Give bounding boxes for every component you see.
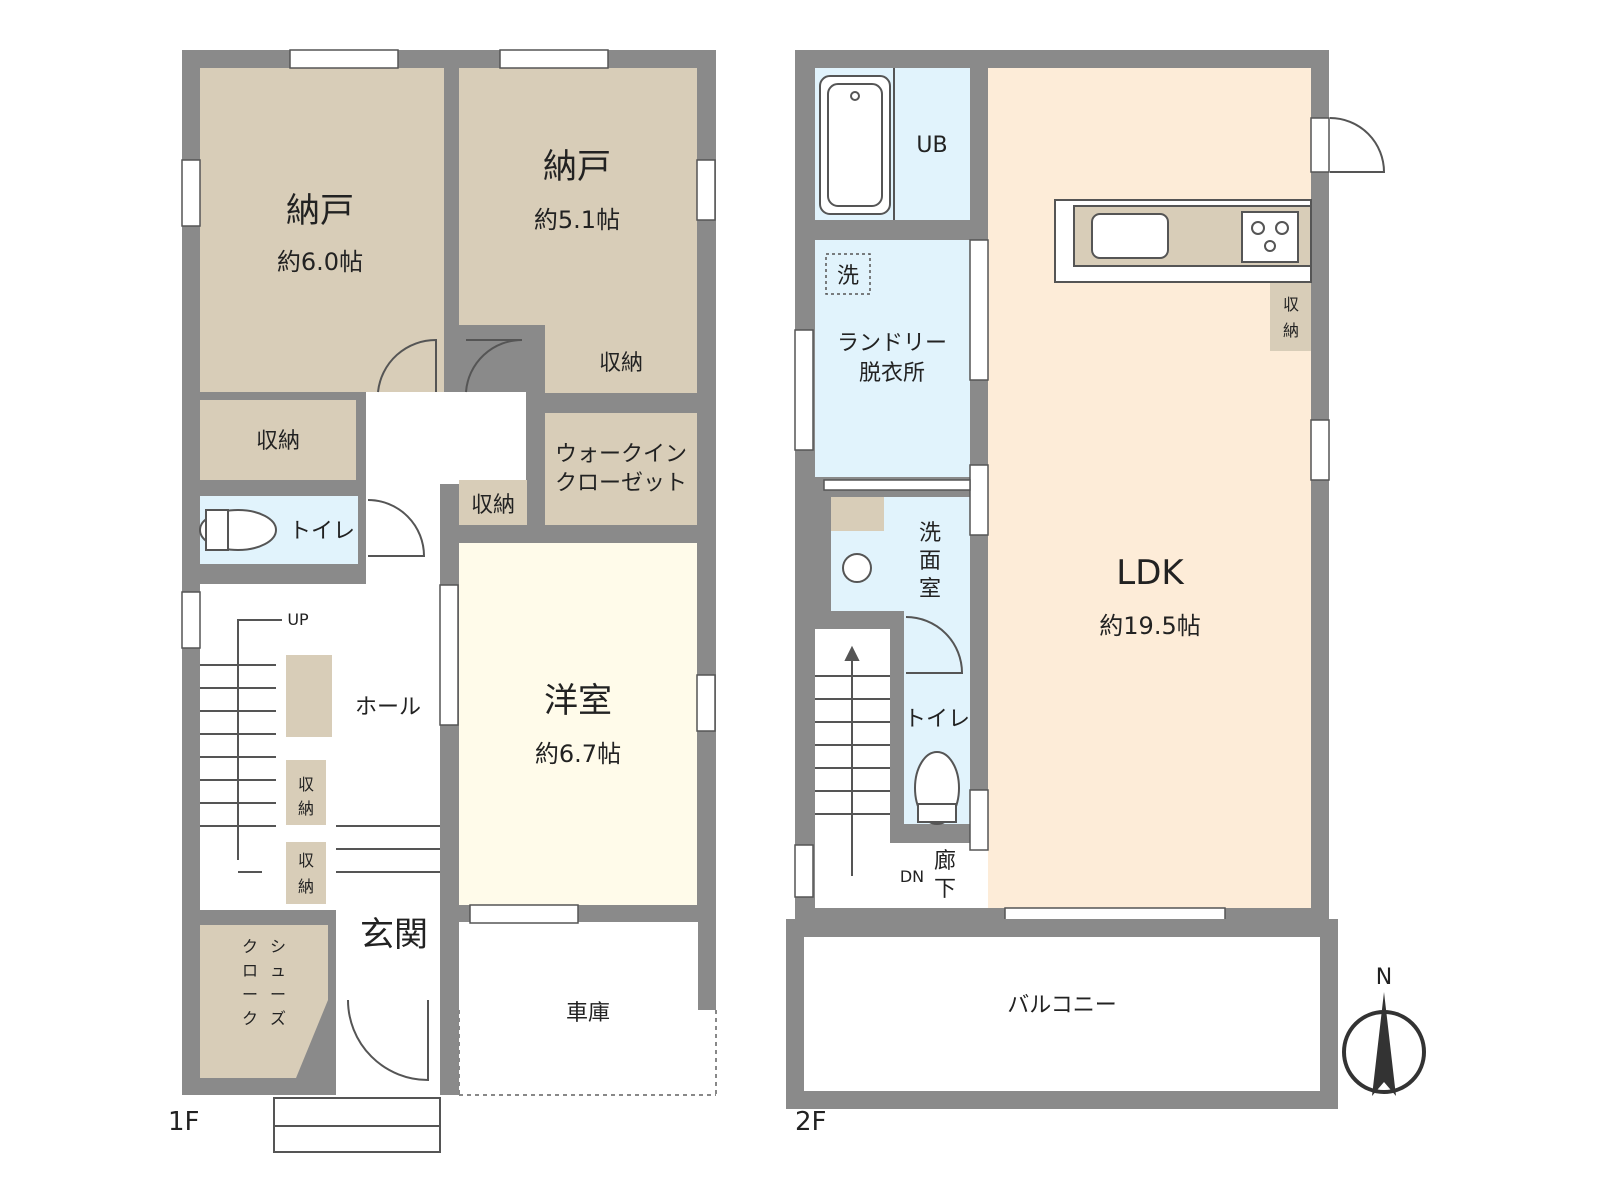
corridor[interactable]	[890, 843, 988, 908]
storage-b[interactable]	[545, 325, 697, 393]
storage-a[interactable]	[200, 400, 356, 480]
ldk-name: LDK	[1116, 553, 1185, 593]
nando-a-name: 納戸	[286, 191, 354, 231]
room-nando-b[interactable]	[459, 68, 697, 325]
balcony-label: バルコニー	[1007, 993, 1117, 1018]
nando-a-size: 約6.0帖	[277, 248, 363, 276]
hall-label: ホール	[355, 695, 421, 720]
walkin-label-1: ウォークイン	[555, 442, 687, 467]
dn-label: DN	[900, 867, 924, 886]
storage-2f-2: 納	[1283, 321, 1299, 340]
hall-upper	[366, 392, 526, 484]
ldk[interactable]	[988, 68, 1311, 908]
wash-basin	[842, 553, 872, 583]
entry-step-2	[273, 1125, 441, 1153]
walkin-closet[interactable]	[545, 413, 697, 525]
doors-1f	[347, 338, 523, 1082]
toilet-fixture-1f	[199, 509, 277, 551]
washroom-lower	[904, 611, 970, 671]
shoe-cloak-7: ー	[242, 985, 258, 1004]
ldk-size: 約19.5帖	[1099, 612, 1200, 640]
doors-2f	[905, 117, 1386, 674]
storage-landing	[286, 655, 332, 737]
room-nando-a[interactable]	[200, 68, 444, 392]
storage-small-2-b: 納	[298, 877, 314, 896]
ub-label: UB	[916, 133, 947, 158]
windows-1f	[181, 49, 716, 924]
stairs-2f	[815, 645, 890, 876]
walkin-label-2: クローゼット	[555, 471, 687, 496]
shoe-cloak-2: ュ	[270, 961, 286, 980]
compass: N	[1342, 965, 1426, 1096]
washroom-3: 室	[919, 577, 941, 602]
up-label: UP	[287, 610, 309, 629]
storage-c[interactable]	[459, 480, 527, 525]
north-arrow-icon	[1372, 992, 1396, 1096]
toilet-1f-label: トイレ	[289, 519, 355, 544]
shoe-cloak-4: ズ	[270, 1009, 286, 1028]
corridor-2: 下	[934, 877, 956, 902]
storage-under-2[interactable]	[286, 842, 326, 904]
bathtub	[819, 75, 891, 215]
sink-top	[831, 497, 884, 531]
nando-b-size: 約5.1帖	[534, 206, 620, 234]
nando-b-name: 納戸	[543, 147, 611, 187]
laundry-label-2: 脱衣所	[859, 361, 925, 386]
entrance-porch	[336, 992, 440, 1095]
washroom-1: 洗	[919, 521, 941, 546]
western-size: 約6.7帖	[535, 740, 621, 768]
washroom-2: 面	[919, 549, 941, 574]
garage-wall	[698, 905, 716, 1010]
shoe-cloak-8: ク	[242, 1009, 258, 1028]
corridor-1: 廊	[934, 849, 956, 874]
storage-small-2-a: 収	[298, 851, 314, 870]
storage-b-label: 収納	[599, 351, 643, 376]
compass-north: N	[1376, 965, 1392, 990]
shoe-cloak-5: ク	[242, 937, 258, 956]
storage-under-1[interactable]	[286, 760, 326, 825]
garage-label: 車庫	[566, 1001, 610, 1026]
toilet-2f-label: トイレ	[904, 707, 970, 732]
balcony[interactable]	[786, 919, 1338, 1109]
entrance-label: 玄関	[360, 915, 428, 955]
entrance[interactable]	[336, 880, 440, 992]
hall-mid	[366, 484, 440, 594]
floor2-label: 2F	[795, 1107, 827, 1137]
floor-1: 納戸 約6.0帖 納戸 約5.1帖 収納 収納 収納 ウォークイン クローゼット…	[168, 49, 717, 1153]
entry-step	[273, 1097, 441, 1127]
storage-2f-1: 収	[1283, 295, 1299, 314]
stairs-1f	[200, 619, 440, 905]
storage-small-1-a: 収	[298, 775, 314, 794]
storage-small-1-b: 納	[298, 799, 314, 818]
laundry[interactable]	[815, 240, 970, 477]
storage-c-label: 収納	[471, 493, 515, 518]
shoe-cloak-6: ロ	[242, 961, 258, 980]
storage-a-label: 収納	[256, 429, 300, 454]
toilet-fixture-2f	[914, 751, 960, 825]
laundry-label-1: ランドリー	[837, 331, 947, 356]
western-name: 洋室	[544, 681, 612, 721]
shoe-cloak[interactable]	[200, 925, 328, 1078]
shoe-cloak-1: シ	[270, 937, 286, 956]
shoe-cloak-3: ー	[270, 985, 286, 1004]
wash-mark: 洗	[837, 264, 859, 289]
floor-2: UB 洗 ランドリー 脱衣所 洗 面 室 トイレ DN 廊 下 LDK 約19.…	[786, 50, 1386, 1137]
floor1-label: 1F	[168, 1107, 200, 1137]
western-room[interactable]	[459, 543, 697, 905]
storage-2f[interactable]	[1270, 283, 1311, 351]
garage[interactable]	[459, 922, 716, 1095]
kitchen-counter	[1054, 199, 1312, 283]
